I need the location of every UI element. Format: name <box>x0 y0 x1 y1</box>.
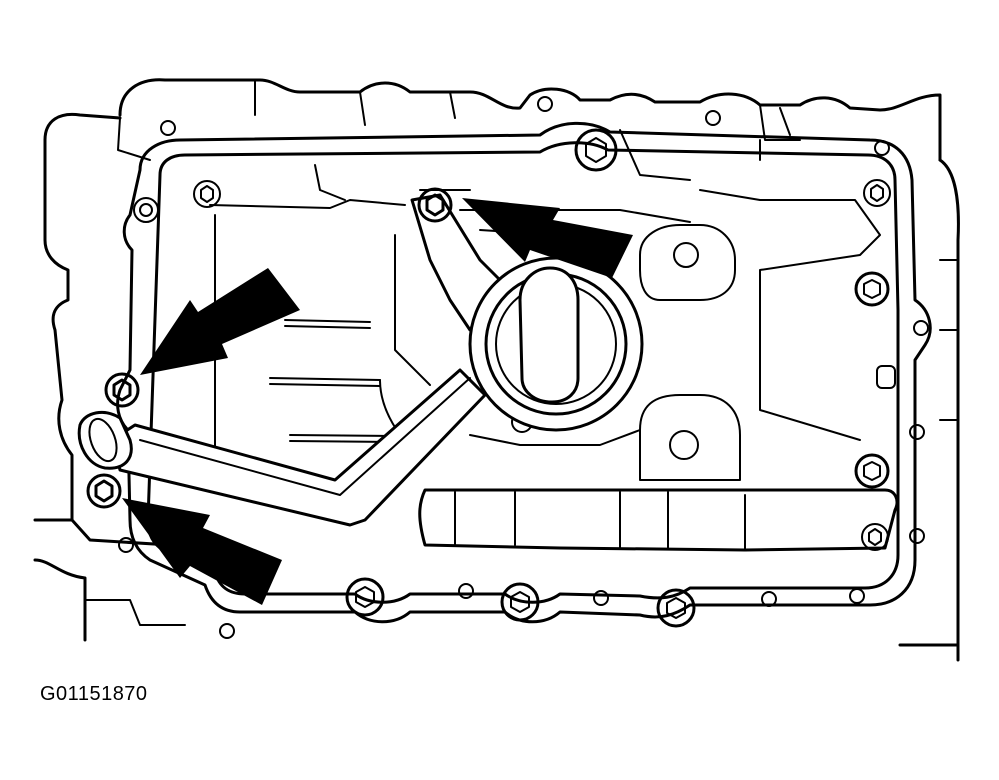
pan-internal-ribs <box>209 129 896 481</box>
bolt-icon <box>500 582 540 622</box>
bolt-icon <box>104 372 140 408</box>
oil-strainer <box>468 256 644 432</box>
arrow-icon <box>122 498 282 605</box>
bolt-icon <box>854 453 890 489</box>
bolt-icon <box>193 180 221 208</box>
bolt-icon <box>574 128 618 172</box>
figure-code: G01151870 <box>40 683 148 705</box>
flange-holes <box>118 96 929 639</box>
arrow-icon <box>140 268 300 375</box>
bolt-icon <box>86 473 122 509</box>
oil-pickup-tube <box>77 193 502 527</box>
bolt-icon <box>417 187 453 223</box>
pickup-bolts <box>86 187 453 509</box>
engine-block-outline <box>33 78 960 662</box>
callout-arrows <box>122 198 633 605</box>
arrow-icon <box>462 198 633 278</box>
bolt-icon <box>656 588 696 628</box>
bolt-icon <box>861 523 889 551</box>
bolt-icon <box>863 179 891 207</box>
flange-bolts <box>193 128 891 628</box>
bolt-icon <box>345 577 385 617</box>
bolt-icon <box>854 271 890 307</box>
baffle-plate <box>418 488 899 552</box>
